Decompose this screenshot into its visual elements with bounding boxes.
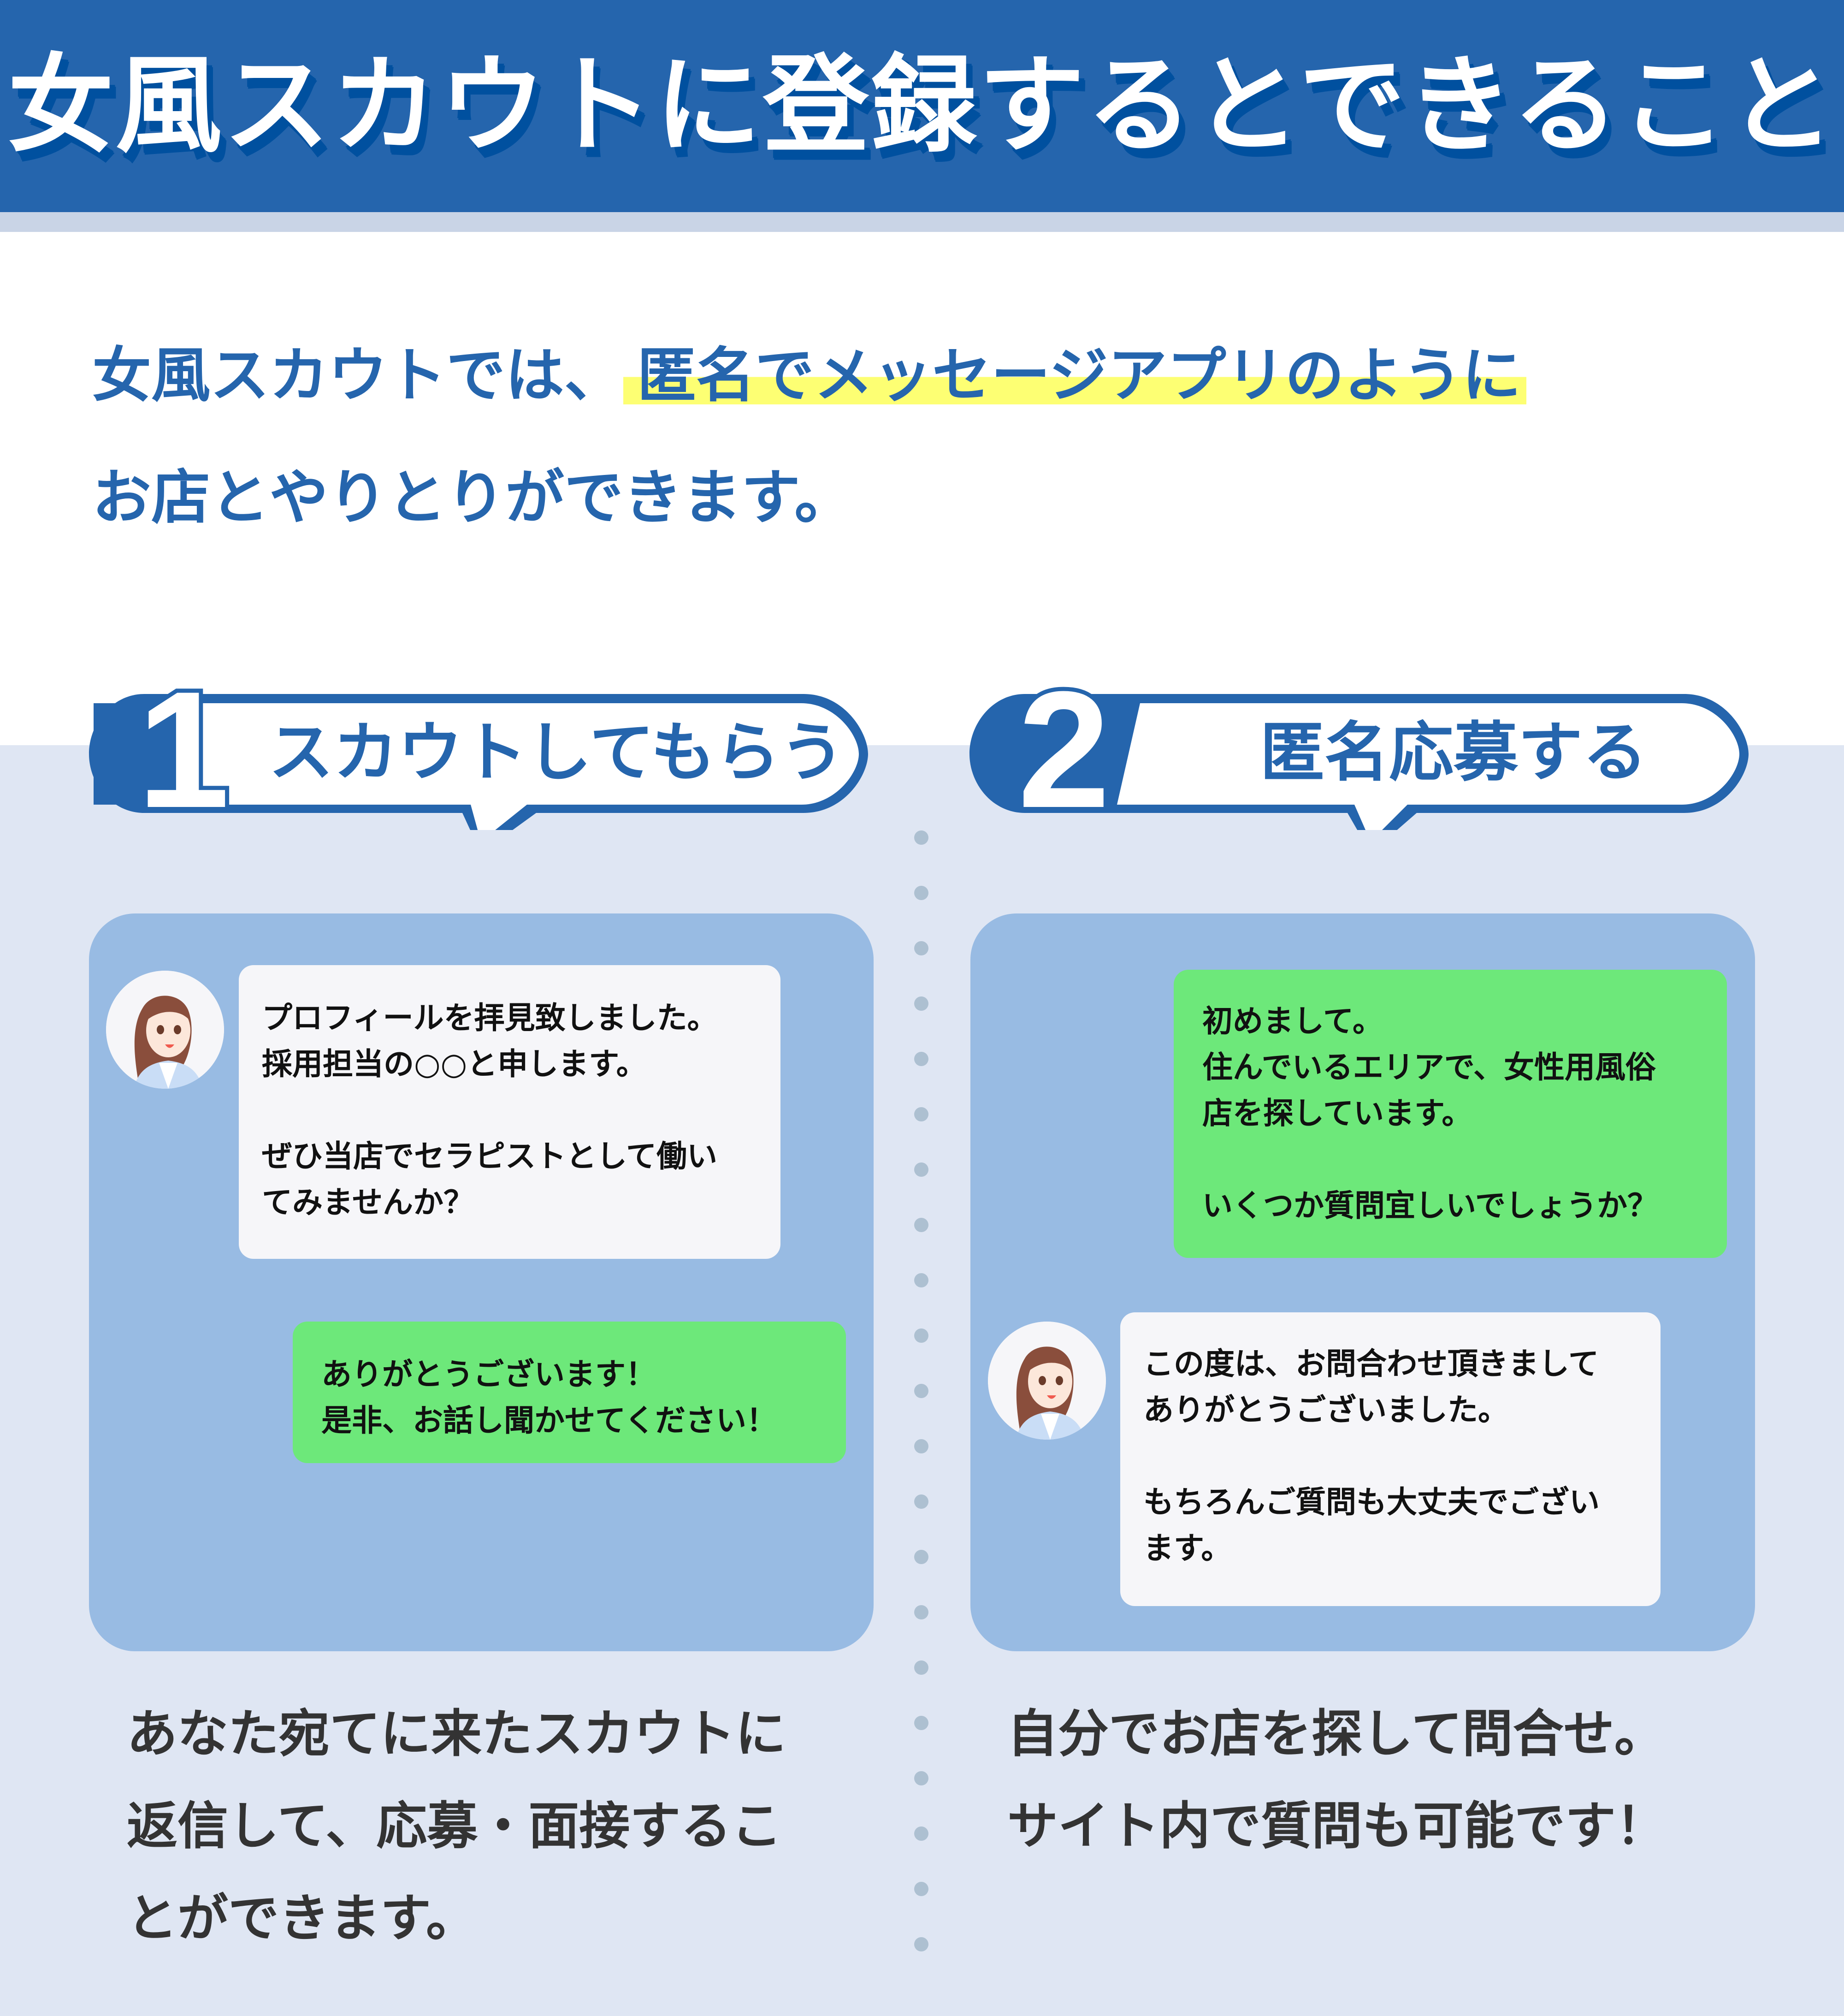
- chat-panel-apply: 初めまして。 住んでいるエリアで、女性用風俗 店を探しています。 いくつか質問宜…: [970, 913, 1755, 1651]
- intro-highlight: 匿名でメッセージアプリのように: [623, 341, 1527, 410]
- divider-dot: [914, 1716, 928, 1730]
- recruiter-avatar: [106, 971, 224, 1089]
- divider-dot: [914, 1218, 928, 1232]
- step-1-caption: あなた宛てに来たスカウトに 返信して、応募・面接するこ とができます。: [127, 1704, 786, 1948]
- step-label: スカウトしてもらう: [269, 715, 845, 790]
- divider-dot: [914, 830, 928, 845]
- divider-dot: [914, 1937, 928, 1951]
- divider-dot: [914, 1882, 928, 1896]
- divider-dot: [914, 1550, 928, 1564]
- speech-pill-icon: 1: [89, 659, 868, 830]
- recruiter-avatar: [988, 1322, 1106, 1440]
- divider-dot: [914, 1384, 928, 1398]
- woman-avatar-icon: [106, 971, 224, 1089]
- header-underline-band: [0, 212, 1844, 232]
- woman-avatar-icon: [988, 1322, 1106, 1440]
- message-bubble-shop: この度は、お問合わせ頂きまして ありがとうございました。 もちろんご質問も大丈夫…: [1120, 1312, 1661, 1606]
- step-2-heading: 2 匿名応募する: [965, 659, 1753, 830]
- page-title: 女風スカウトに登録するとできること: [7, 44, 1837, 167]
- divider-dot: [914, 996, 928, 1011]
- divider-dot: [914, 1605, 928, 1619]
- intro-prefix: 女風スカウトでは、: [92, 341, 624, 410]
- divider-dot: [914, 941, 928, 955]
- message-bubble-user: ありがとうございます！ 是非、お話し聞かせてください！: [293, 1322, 846, 1463]
- divider-dot: [914, 1826, 928, 1841]
- message-bubble-shop: プロフィールを拝見致しました。 採用担当の○○と申します。 ぜひ当店でセラピスト…: [239, 965, 780, 1259]
- divider-dot: [914, 1328, 928, 1343]
- header-banner: [0, 0, 1844, 212]
- divider-dot: [914, 1494, 928, 1509]
- divider-dot: [914, 1162, 928, 1177]
- chat-panel-scout: プロフィールを拝見致しました。 採用担当の○○と申します。 ぜひ当店でセラピスト…: [89, 913, 874, 1651]
- divider-dot: [914, 1439, 928, 1453]
- divider-dot: [914, 1660, 928, 1675]
- divider-dot: [914, 1052, 928, 1066]
- intro-line-2: お店とやりとりができます。: [92, 463, 854, 532]
- step-number: 2: [1018, 659, 1110, 830]
- divider-dot: [914, 1273, 928, 1287]
- message-bubble-user: 初めまして。 住んでいるエリアで、女性用風俗 店を探しています。 いくつか質問宜…: [1174, 970, 1727, 1258]
- dotted-divider: [914, 830, 929, 1992]
- step-1-heading: 1 スカウトしてもらう: [84, 659, 873, 830]
- divider-dot: [914, 1107, 928, 1121]
- step-number: 1: [137, 659, 230, 830]
- intro-line-1: 女風スカウトでは、匿名でメッセージアプリのように: [92, 339, 1775, 413]
- step-2-caption: 自分でお店を探して問合せ。 サイト内で質問も可能です！: [1007, 1704, 1667, 1856]
- step-label: 匿名応募する: [1260, 715, 1648, 790]
- divider-dot: [914, 886, 928, 900]
- speech-pill-icon: 2: [969, 659, 1749, 830]
- divider-dot: [914, 1771, 928, 1785]
